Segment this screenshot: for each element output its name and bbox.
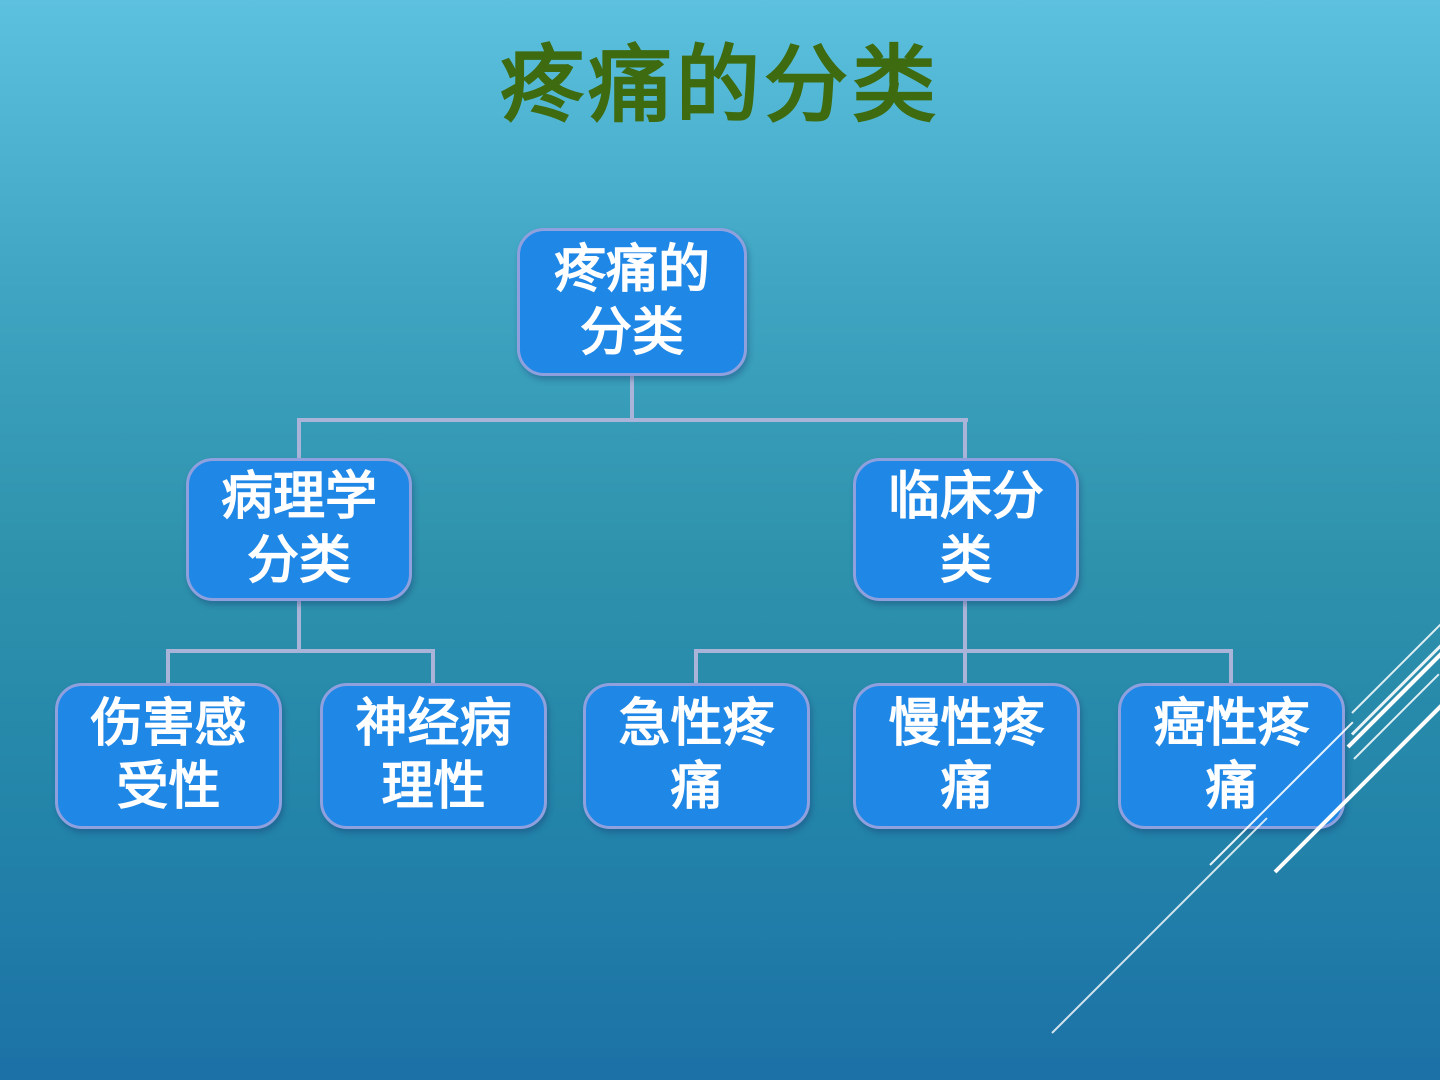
node-pathological-classification: 病理学 分类 <box>186 458 412 601</box>
connector-cancer-drop <box>1229 651 1233 685</box>
node-clinical-classification: 临床分 类 <box>853 458 1079 601</box>
node-acute-pain: 急性疼 痛 <box>583 683 810 829</box>
connector-pathological-vertical <box>297 600 301 653</box>
diagonal-accent-line <box>1051 817 1268 1034</box>
node-chronic-pain: 慢性疼 痛 <box>853 683 1080 829</box>
connector-level1-horizontal <box>297 418 968 422</box>
node-nociceptive-pain: 伤害感 受性 <box>55 683 282 829</box>
connector-clinical-drop <box>963 420 967 460</box>
node-cancer-pain: 癌性疼 痛 <box>1118 683 1345 829</box>
connector-root-vertical <box>630 375 634 422</box>
connector-acute-drop <box>694 651 698 685</box>
node-neuropathic-pain: 神经病 理性 <box>320 683 547 829</box>
connector-right-subtree-horizontal <box>694 649 1233 653</box>
node-pain-classification-root: 疼痛的 分类 <box>517 228 747 376</box>
connector-left-subtree-horizontal <box>166 649 435 653</box>
connector-neuropathic-drop <box>431 651 435 685</box>
connector-clinical-vertical <box>963 600 967 685</box>
slide-title: 疼痛的分类 <box>499 40 940 133</box>
connector-nociceptive-drop <box>166 651 170 685</box>
connector-pathological-drop <box>297 420 301 460</box>
